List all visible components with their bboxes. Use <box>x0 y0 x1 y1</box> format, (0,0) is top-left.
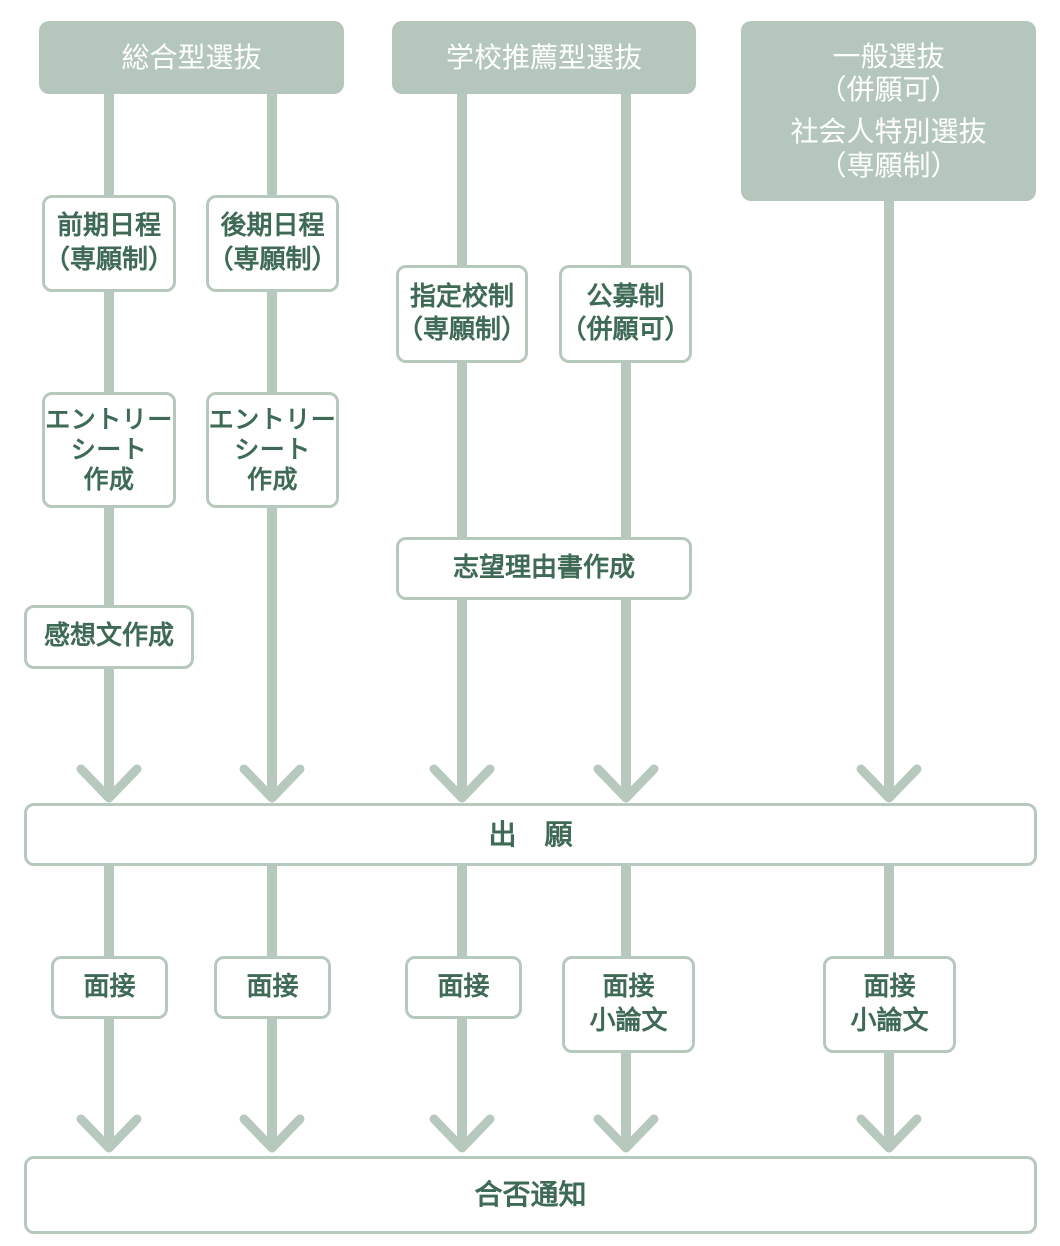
entry-sheet-early-line3: 作成 <box>83 465 135 494</box>
header-shakaijin-title: 社会人特別選抜 <box>790 115 987 148</box>
arrowhead-shitei-1 <box>429 764 495 803</box>
result-notice-label: 合否通知 <box>474 1178 587 1212</box>
interview-label-kobo: 面接 <box>602 972 655 1003</box>
arrowhead-ippan-2 <box>856 1114 922 1153</box>
header-sogo-label: 総合型選抜 <box>121 40 262 74</box>
entry-sheet-early-line2: シート <box>70 435 148 464</box>
result-notice-box: 合否通知 <box>24 1156 1037 1234</box>
header-ippan: 一般選抜 （併願可） 社会人特別選抜 （専願制） <box>741 21 1036 201</box>
header-sogo: 総合型選抜 <box>39 21 344 94</box>
entry-sheet-late-line2: シート <box>234 435 311 464</box>
interview-box-sogo-late: 面接 <box>214 956 331 1019</box>
suisen-kobo-box: 公募制 （併願可） <box>559 265 692 363</box>
entry-sheet-box-late: エントリー シート 作成 <box>206 392 339 508</box>
sogo-late-note: （専願制） <box>207 244 338 275</box>
short-essay-label-kobo: 小論文 <box>589 1005 668 1036</box>
interview-essay-box-kobo: 面接 小論文 <box>562 956 695 1053</box>
suisen-kobo-label: 公募制 <box>586 281 665 312</box>
entry-sheet-early-line1: エントリー <box>45 405 173 434</box>
header-suisen: 学校推薦型選抜 <box>392 21 696 94</box>
entry-sheet-box-early: エントリー シート 作成 <box>42 392 176 508</box>
application-box: 出 願 <box>24 803 1037 866</box>
interview-box-shitei: 面接 <box>405 956 522 1019</box>
arrowhead-sogo-early-1 <box>76 764 142 803</box>
suisen-shitei-label: 指定校制 <box>409 281 514 312</box>
sogo-late-label: 後期日程 <box>220 211 325 242</box>
sogo-late-box: 後期日程 （専願制） <box>206 195 339 292</box>
interview-box-sogo-early: 面接 <box>51 956 168 1019</box>
header-ippan-note: （併願可） <box>818 73 959 107</box>
interview-essay-box-ippan: 面接 小論文 <box>823 956 956 1053</box>
sogo-early-note: （専願制） <box>44 244 175 275</box>
header-suisen-label: 学校推薦型選抜 <box>445 40 642 74</box>
arrowhead-kobo-1 <box>593 764 659 803</box>
arrowhead-sogo-early-2 <box>76 1114 142 1153</box>
sogo-early-label: 前期日程 <box>56 211 161 242</box>
entry-sheet-late-line1: エントリー <box>208 405 337 434</box>
header-shakaijin-note: （専願制） <box>818 148 959 182</box>
reason-statement-label: 志望理由書作成 <box>452 552 635 583</box>
essay-impression-label: 感想文作成 <box>43 621 174 652</box>
arrowhead-kobo-2 <box>593 1114 659 1153</box>
entry-sheet-late-line3: 作成 <box>246 465 298 494</box>
short-essay-label-ippan: 小論文 <box>850 1005 929 1036</box>
reason-statement-box: 志望理由書作成 <box>396 537 692 600</box>
essay-impression-box: 感想文作成 <box>24 605 194 669</box>
application-label: 出 願 <box>488 817 573 851</box>
arrowhead-ippan-1 <box>856 764 922 803</box>
header-ippan-title: 一般選抜 <box>832 39 945 73</box>
suisen-shitei-note: （専願制） <box>397 315 528 345</box>
sogo-early-box: 前期日程 （専願制） <box>42 195 176 292</box>
arrowhead-sogo-late-1 <box>239 764 305 803</box>
arrowhead-sogo-late-2 <box>239 1114 305 1153</box>
interview-label-sogo-early: 面接 <box>83 971 136 1002</box>
suisen-shitei-box: 指定校制 （専願制） <box>396 265 528 363</box>
interview-label-sogo-late: 面接 <box>246 971 299 1002</box>
interview-label-shitei: 面接 <box>437 971 490 1002</box>
arrowhead-shitei-2 <box>429 1114 495 1153</box>
suisen-kobo-note: （併願可） <box>560 315 691 345</box>
interview-label-ippan: 面接 <box>863 972 916 1003</box>
